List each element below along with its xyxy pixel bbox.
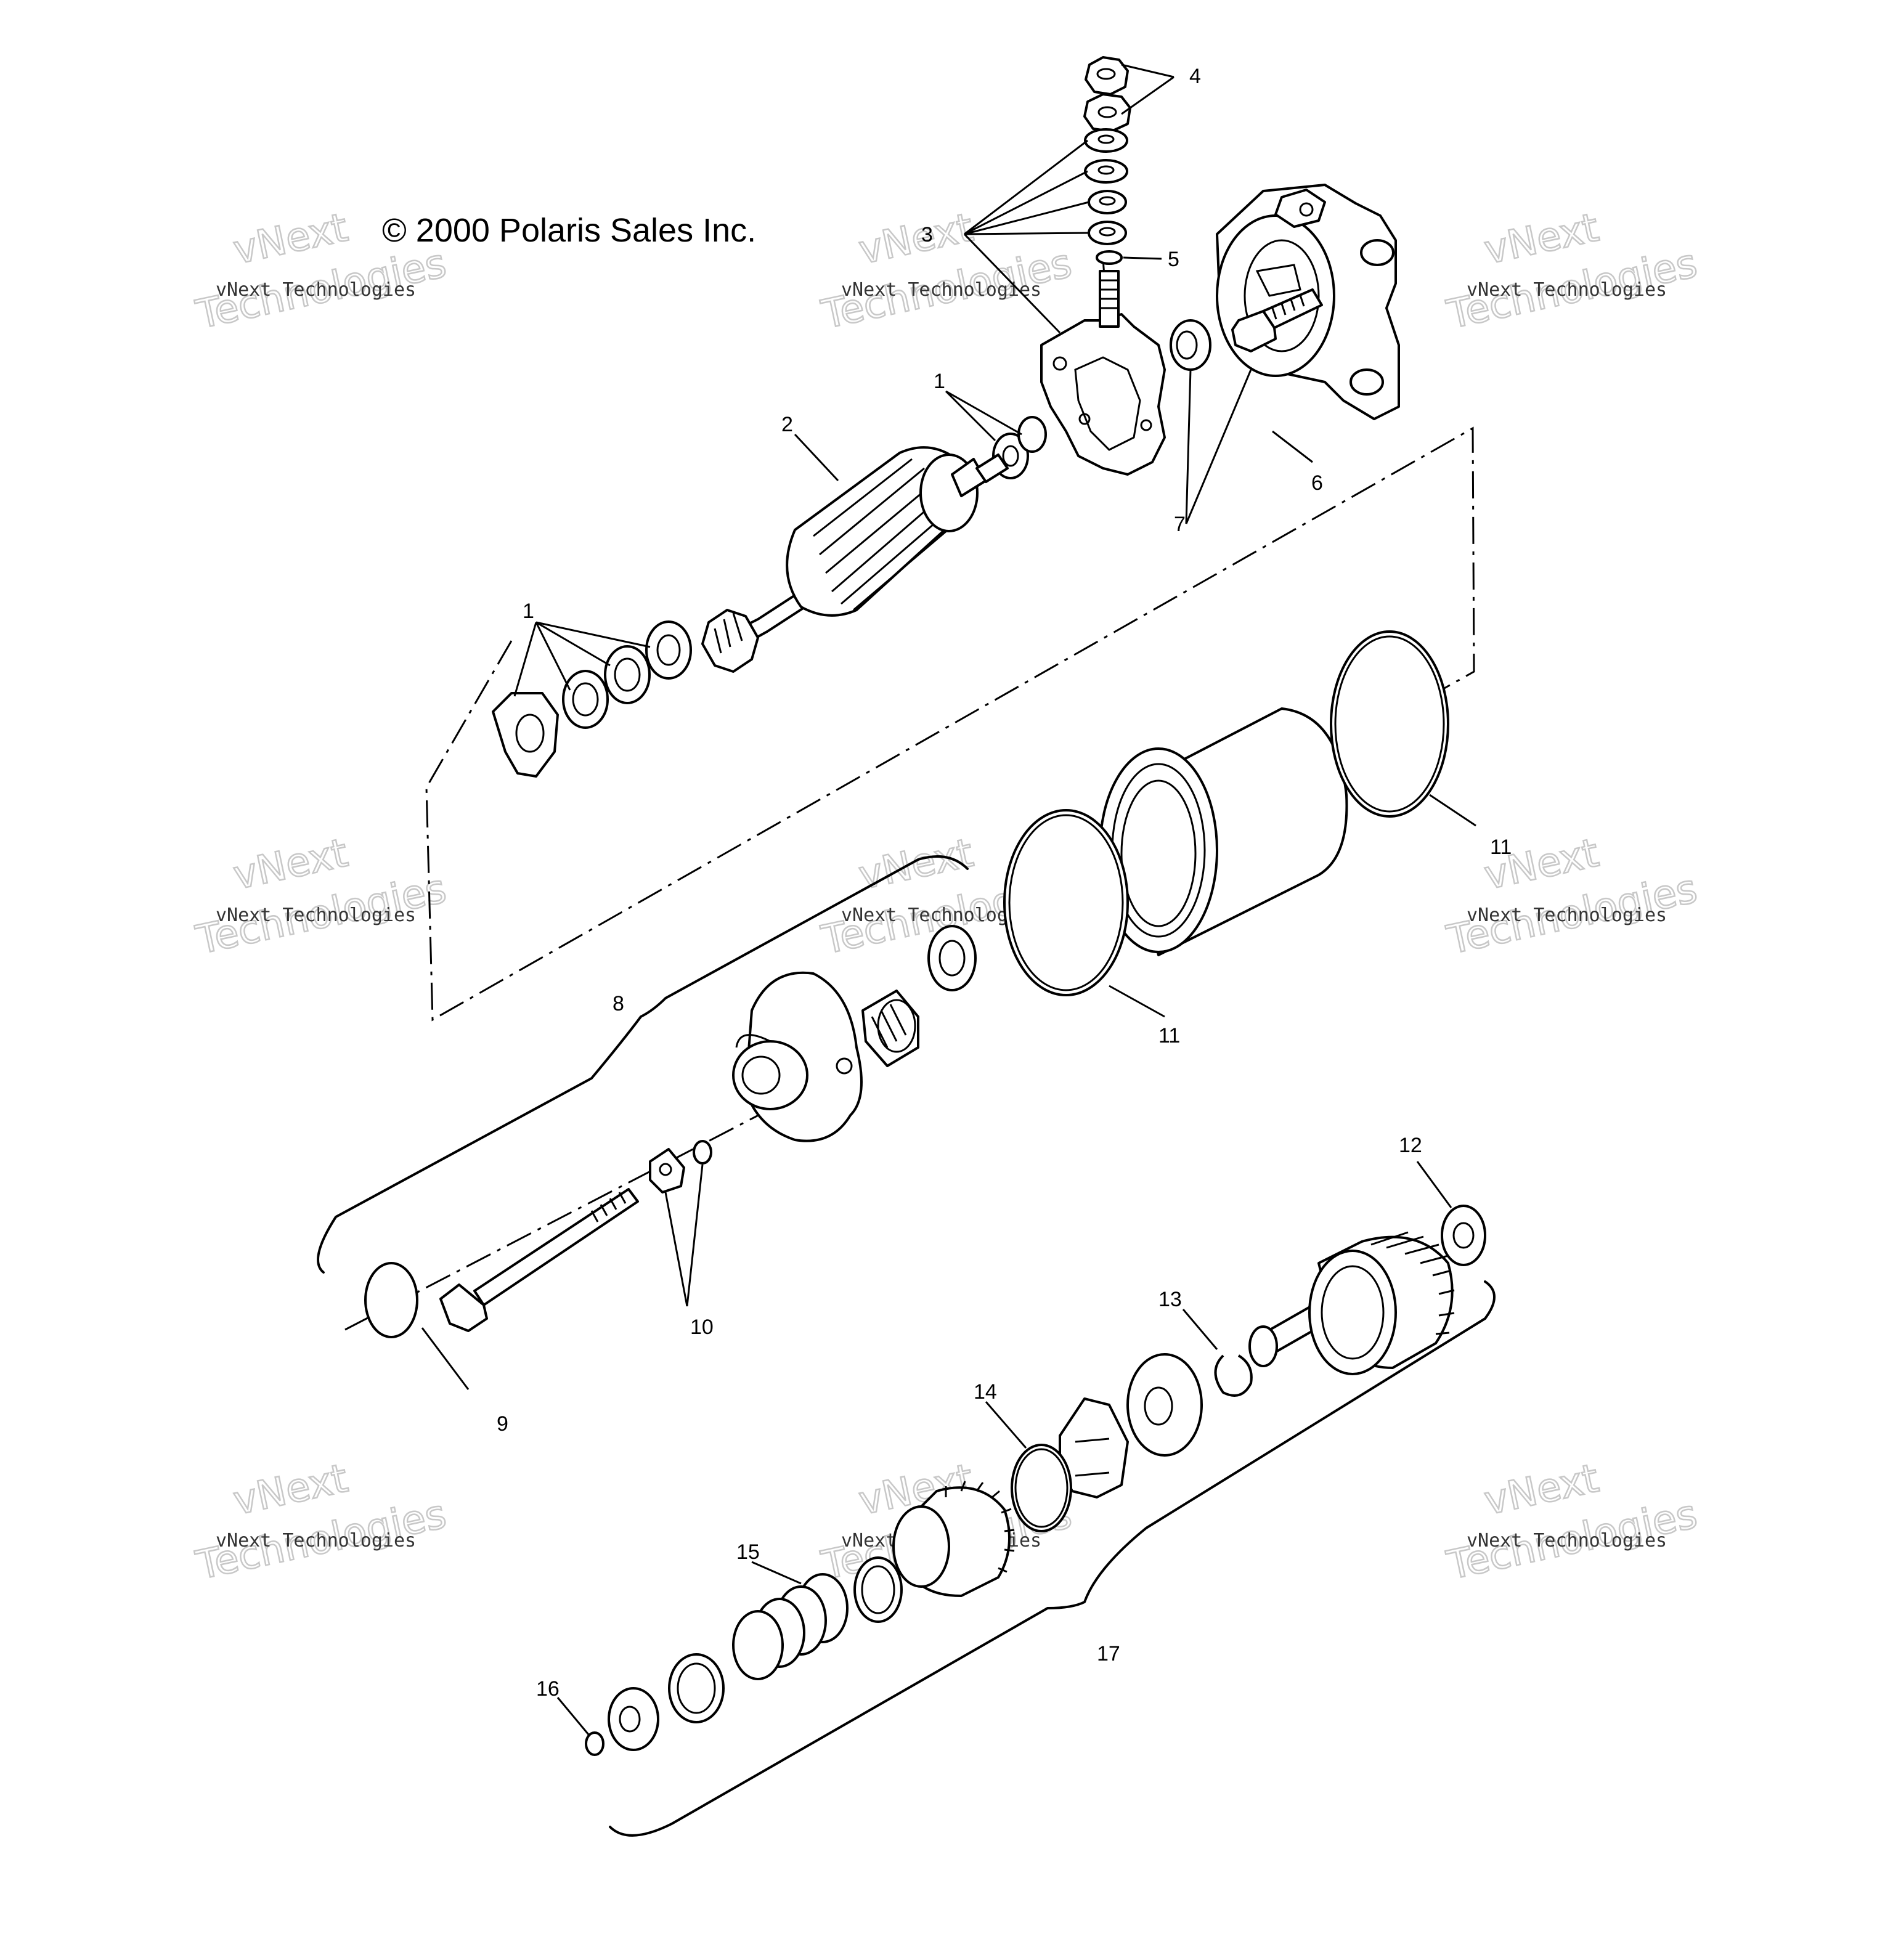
- callout-15: 15: [736, 1540, 760, 1564]
- brush-holder-plate: [1040, 270, 1166, 476]
- part-1-thrust-washer-a: [645, 620, 692, 680]
- field-frame-yoke: [1099, 707, 1348, 956]
- callout-8: 8: [613, 992, 624, 1015]
- callout-17: 17: [1097, 1642, 1120, 1665]
- front-cover-housing: [732, 971, 863, 1142]
- callout-16: 16: [536, 1677, 560, 1701]
- callout-6: 6: [1311, 471, 1323, 495]
- stop-collar: [608, 1687, 659, 1751]
- copyright-notice: © 2000 Polaris Sales Inc.: [382, 212, 756, 249]
- part-1-thrust-washer-c: [562, 670, 609, 729]
- callout-12: 12: [1399, 1134, 1422, 1157]
- part-3-washer-3: [1088, 190, 1127, 214]
- watermark-top-center: vNext Technologies vNext Technologies: [817, 204, 1077, 339]
- part-9-o-ring: [364, 1262, 418, 1338]
- callout-11-right: 11: [1490, 836, 1512, 859]
- part-3-washer-2: [1084, 159, 1128, 184]
- part-16-retaining-clip: [585, 1731, 605, 1756]
- callout-13: 13: [1158, 1288, 1182, 1311]
- part-6-screw: [1231, 288, 1323, 352]
- front-cover-seal: [927, 925, 977, 991]
- callout-2: 2: [781, 413, 793, 436]
- bracket-17: [609, 1280, 1496, 1837]
- bracket-8: [317, 855, 969, 1274]
- watermark-mid-left: vNext Technologies vNext Technologies: [192, 829, 451, 964]
- leader-lines: [421, 63, 1476, 1735]
- front-cover-needle-bearing: [861, 990, 919, 1067]
- assembly-boundary-dashed-line: [425, 426, 1475, 1022]
- part-13-snap-ring: [1214, 1354, 1253, 1397]
- callout-14: 14: [974, 1380, 997, 1404]
- watermark-small-text: vNext Technologies: [1467, 905, 1667, 926]
- part-10-lock-washer: [649, 1148, 685, 1193]
- part-5-o-ring: [1096, 250, 1123, 265]
- part-7-bushing: [1170, 319, 1211, 371]
- watermark-small-text: vNext Technologies: [1467, 279, 1667, 301]
- watermark-small-text: vNext Technologies: [216, 279, 416, 301]
- part-11-o-ring-right: [1330, 630, 1449, 818]
- watermark-small-text: vNext Technologies: [841, 279, 1041, 301]
- watermark-small-text: vNext Technologies: [1467, 1530, 1667, 1551]
- part-14-needle-ring: [1011, 1444, 1072, 1532]
- callout-9: 9: [497, 1412, 508, 1436]
- part-3-washer-1: [1084, 128, 1128, 153]
- watermark-small-text: vNext Technologies: [216, 905, 416, 926]
- thru-bolt-center-line: [344, 1108, 771, 1331]
- callout-3: 3: [921, 223, 933, 246]
- spring-cup: [668, 1653, 725, 1723]
- part-1-retainer-plate: [492, 692, 559, 778]
- callout-1-lower: 1: [523, 600, 534, 623]
- watermark-top-right: vNext Technologies vNext Technologies: [1443, 204, 1702, 339]
- part-1-thrust-washer-b: [604, 645, 651, 704]
- watermark-small-text: vNext Technologies: [216, 1530, 416, 1551]
- callout-10: 10: [690, 1315, 714, 1339]
- part-4-nut-upper: [1085, 56, 1129, 96]
- pinion-collar: [853, 1556, 903, 1623]
- part-4-nut-lower: [1083, 93, 1131, 132]
- part-2-armature: [701, 446, 1009, 673]
- pinion-shaft-gear: [1248, 1231, 1455, 1375]
- part-1-washer-upper-b: [1017, 416, 1047, 453]
- part-10-thru-bolt: [439, 1188, 639, 1332]
- part-10-o-ring: [693, 1140, 712, 1165]
- pinion-gear: [892, 1481, 1015, 1597]
- part-3-washer-4: [1088, 221, 1127, 245]
- watermark-mid-right: vNext Technologies vNext Technologies: [1443, 829, 1702, 964]
- watermark-bottom-right: vNext Technologies vNext Technologies: [1443, 1455, 1702, 1590]
- callout-11-left: 11: [1158, 1024, 1180, 1047]
- part-15-spring: [732, 1573, 849, 1680]
- clutch-washer: [1126, 1353, 1203, 1457]
- part-12-washer: [1441, 1205, 1486, 1266]
- callout-5: 5: [1168, 248, 1179, 271]
- callout-7: 7: [1174, 513, 1186, 536]
- part-11-o-ring-left: [1003, 809, 1129, 996]
- watermark-top-left: vNext Technologies vNext Technologies: [192, 204, 451, 339]
- callout-1-upper: 1: [934, 370, 945, 393]
- callout-4: 4: [1189, 65, 1201, 88]
- watermark-bottom-left: vNext Technologies vNext Technologies: [192, 1455, 451, 1590]
